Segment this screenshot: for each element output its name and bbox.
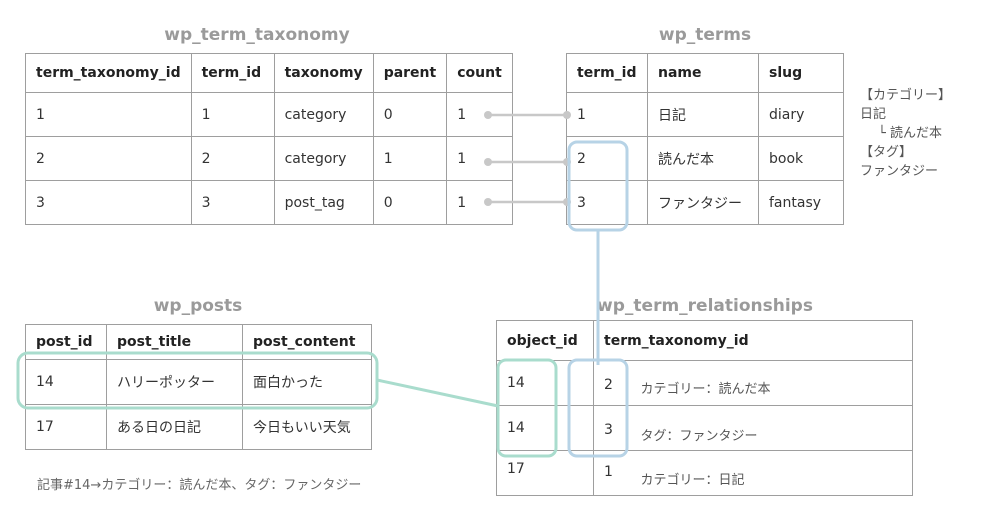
table-row: 3 3 post_tag 0 1 bbox=[25, 180, 513, 225]
table-cell: diary bbox=[758, 92, 844, 137]
hierarchy-line: 日記 bbox=[860, 107, 887, 122]
column-header: taxonomy bbox=[273, 53, 374, 93]
table-row: 14 2 カテゴリー：読んだ本 bbox=[496, 360, 913, 406]
table-cell: 1 bbox=[446, 136, 513, 181]
table-cell: 1 bbox=[566, 92, 648, 137]
terms-table: term_id name slug 1 日記 diary 2 読んだ本 book… bbox=[566, 53, 844, 225]
hierarchy-line: 【タグ】 bbox=[860, 145, 913, 160]
terms-title: wp_terms bbox=[658, 25, 752, 45]
term-taxonomy-table: term_taxonomy_id term_id taxonomy parent… bbox=[25, 53, 513, 225]
column-header: object_id bbox=[496, 320, 594, 361]
column-header: post_content bbox=[242, 324, 372, 360]
table-row: 2 2 category 1 1 bbox=[25, 136, 513, 181]
table-cell: 2 bbox=[25, 136, 192, 181]
table-cell: category bbox=[273, 136, 374, 181]
table-row: 14 3 タグ：ファンタジー bbox=[496, 405, 913, 451]
table-cell: 17 bbox=[496, 450, 594, 496]
table-cell: 14 bbox=[496, 405, 594, 451]
table-cell: 3 bbox=[190, 180, 275, 225]
table-cell: 17 bbox=[25, 404, 107, 450]
table-cell: ファンタジー bbox=[647, 180, 759, 225]
table-cell: 1 bbox=[372, 136, 448, 181]
hierarchy-note: 【カテゴリー】 日記 └ 読んだ本 【タグ】 ファンタジー bbox=[860, 86, 951, 181]
column-header: post_title bbox=[106, 324, 243, 360]
table-cell: 今日もいい天気 bbox=[242, 404, 372, 450]
table-cell: 0 bbox=[372, 92, 448, 137]
table-cell: 読んだ本 bbox=[647, 136, 759, 181]
table-row: 1 1 category 0 1 bbox=[25, 92, 513, 137]
term-taxonomy-id-value: 2 bbox=[604, 376, 613, 393]
table-cell: 2 bbox=[190, 136, 275, 181]
table-row: 14 ハリーポッター 面白かった bbox=[25, 359, 372, 405]
posts-table: post_id post_title post_content 14 ハリーポッ… bbox=[25, 324, 372, 450]
posts-title: wp_posts bbox=[153, 296, 243, 316]
table-cell: 1 bbox=[446, 180, 513, 225]
table-row: 17 1 カテゴリー：日記 bbox=[496, 450, 913, 496]
table-cell: ある日の日記 bbox=[106, 404, 243, 450]
column-header: term_id bbox=[190, 53, 275, 93]
term-taxonomy-id-value: 1 bbox=[604, 464, 613, 480]
hierarchy-line: ファンタジー bbox=[860, 164, 939, 179]
table-cell: 1 bbox=[25, 92, 192, 137]
relationships-title: wp_term_relationships bbox=[597, 296, 813, 316]
table-cell: 面白かった bbox=[242, 359, 372, 405]
table-cell: 3 タグ：ファンタジー bbox=[593, 405, 913, 451]
table-cell: 2 カテゴリー：読んだ本 bbox=[593, 360, 913, 406]
relationship-note: カテゴリー：日記 bbox=[640, 473, 745, 488]
table-cell: 1 カテゴリー：日記 bbox=[593, 450, 913, 496]
column-header: name bbox=[647, 53, 759, 93]
hierarchy-line: └ 読んだ本 bbox=[878, 126, 942, 141]
table-cell: ハリーポッター bbox=[106, 359, 243, 405]
footer-note: 記事#14→カテゴリー：読んだ本、タグ：ファンタジー bbox=[37, 478, 362, 493]
table-cell: 14 bbox=[496, 360, 594, 406]
table-cell: 14 bbox=[25, 359, 107, 405]
column-header: post_id bbox=[25, 324, 107, 360]
column-header: term_taxonomy_id bbox=[593, 320, 913, 361]
table-row: 3 ファンタジー fantasy bbox=[566, 180, 844, 225]
green-connector bbox=[376, 378, 499, 408]
table-cell: 1 bbox=[190, 92, 275, 137]
table-cell: 2 bbox=[566, 136, 648, 181]
column-header: term_taxonomy_id bbox=[25, 53, 192, 93]
table-cell: fantasy bbox=[758, 180, 844, 225]
table-cell: post_tag bbox=[273, 180, 374, 225]
table-cell: category bbox=[273, 92, 374, 137]
column-header: parent bbox=[372, 53, 448, 93]
table-cell: 3 bbox=[25, 180, 192, 225]
term-taxonomy-id-value: 3 bbox=[604, 421, 613, 438]
column-header: count bbox=[446, 53, 513, 93]
relationship-note: カテゴリー：読んだ本 bbox=[640, 381, 771, 397]
term-taxonomy-title: wp_term_taxonomy bbox=[164, 25, 350, 45]
table-row: 2 読んだ本 book bbox=[566, 136, 844, 181]
hierarchy-line: 【カテゴリー】 bbox=[860, 88, 952, 103]
table-cell: 3 bbox=[566, 180, 648, 225]
table-cell: 1 bbox=[446, 92, 513, 137]
table-cell: book bbox=[758, 136, 844, 181]
table-row: 1 日記 diary bbox=[566, 92, 844, 137]
table-row: 17 ある日の日記 今日もいい天気 bbox=[25, 404, 372, 450]
table-cell: 日記 bbox=[647, 92, 759, 137]
table-cell: 0 bbox=[372, 180, 448, 225]
relationship-note: タグ：ファンタジー bbox=[640, 428, 758, 444]
column-header: term_id bbox=[566, 53, 648, 93]
relationships-table: object_id term_taxonomy_id 14 2 カテゴリー：読ん… bbox=[496, 320, 913, 496]
column-header: slug bbox=[758, 53, 844, 93]
